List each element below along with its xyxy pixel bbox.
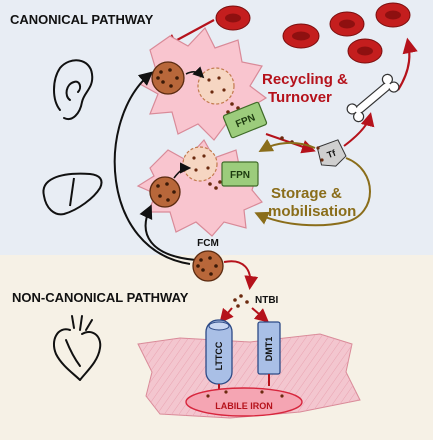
dmt1-label: DMT1 (264, 337, 274, 362)
bone-to-rbc-arrow (397, 37, 418, 91)
particle-processing-arrow-lower (173, 162, 192, 179)
red-blood-cell-icon (282, 23, 320, 49)
fpn-label-lower: FPN (230, 170, 250, 181)
labile-iron-dots (206, 390, 284, 398)
iron-dots (208, 180, 222, 190)
ear-icon (53, 59, 94, 120)
fcm-label: FCM (197, 238, 219, 249)
fcm-particle (192, 250, 224, 282)
dmt1-transporter: DMT1 (257, 321, 281, 375)
storage-return-arrow (258, 138, 316, 152)
lttcc-label: LTTCC (214, 341, 224, 370)
non-canonical-pathway-title: NON-CANONICAL PATHWAY (12, 290, 189, 305)
storage-label-line1: Storage & (271, 185, 342, 202)
iron-particle (151, 61, 185, 95)
red-blood-cell-icon (329, 11, 365, 37)
iron-dots (316, 146, 324, 162)
lttcc-channel: LTTCC (205, 319, 233, 385)
canonical-pathway-title: CANONICAL PATHWAY (10, 12, 154, 27)
ferroportin-lower: FPN (221, 161, 259, 187)
particle-processing-arrow (185, 66, 205, 79)
iron-particle (149, 176, 181, 208)
ntbi-to-dmt1-arrow (251, 307, 270, 323)
red-blood-cell-icon (375, 2, 411, 28)
fcm-to-ntbi-arrow (223, 260, 259, 290)
red-blood-cell-icon (215, 5, 251, 31)
labile-iron-pool (185, 387, 303, 417)
tf-to-bone-arrow (343, 112, 375, 147)
liver-icon (42, 172, 103, 216)
labile-iron-label: LABILE IRON (215, 401, 273, 411)
heart-icon (52, 315, 102, 381)
storage-label-line2: mobilisation (268, 203, 356, 220)
storage-loop-arrow (254, 157, 371, 227)
recycling-label-line2: Turnover (268, 89, 332, 106)
bone-icon (346, 73, 400, 123)
ntbi-to-lttcc-arrow (219, 307, 234, 324)
recycling-label-line1: Recycling & (262, 71, 348, 88)
iron-particle-dissolving (182, 146, 218, 182)
iron-dots (226, 102, 240, 114)
ntbi-dots (233, 294, 249, 308)
ntbi-label: NTBI (255, 295, 279, 306)
uptake-arrow-to-lower-cell (139, 204, 197, 261)
uptake-arrow-to-upper-cell (113, 71, 191, 265)
ferroportin-upper: FPN (222, 101, 268, 139)
iron-particle-dissolving (197, 67, 235, 105)
transferrin-icon: Tf (316, 139, 347, 167)
red-blood-cell-icon (347, 38, 383, 64)
